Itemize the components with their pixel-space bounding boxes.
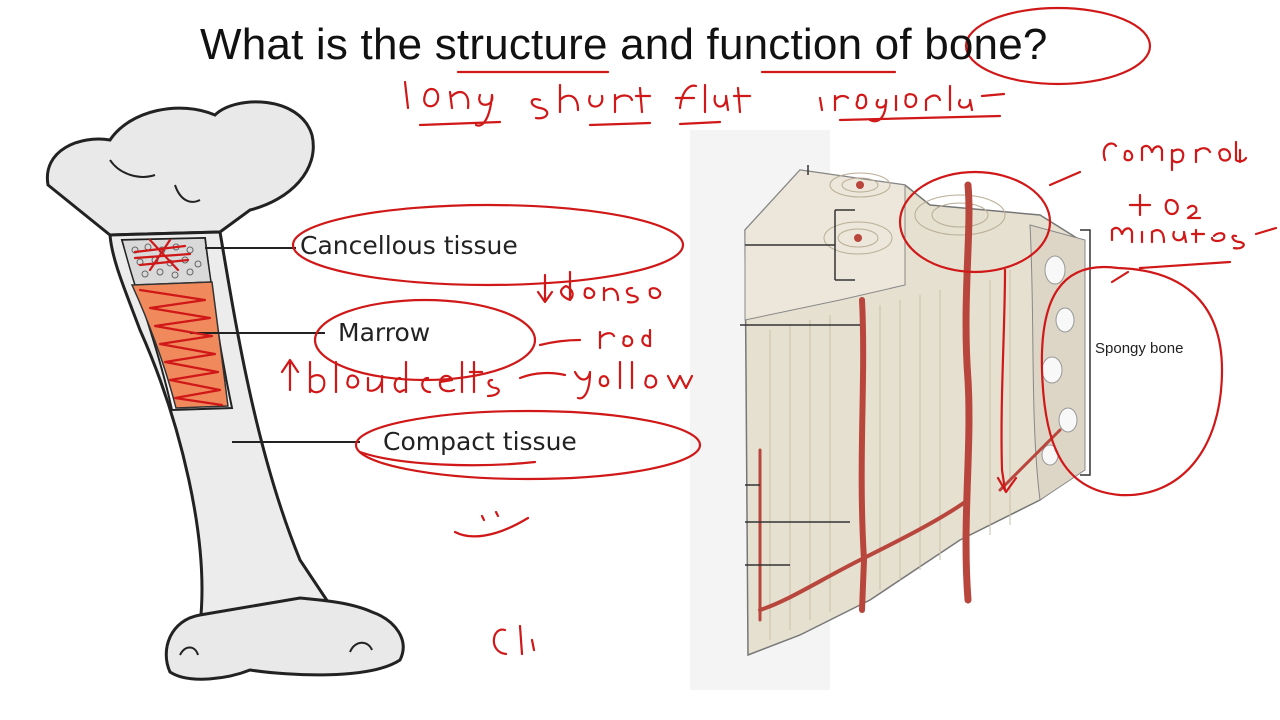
- circle-bone: [964, 6, 1152, 86]
- scribble-dense: [560, 270, 662, 304]
- red-annotations: [133, 6, 1278, 656]
- label-compact-tissue: Compact tissue: [383, 427, 577, 456]
- spongy-bracket: [1080, 229, 1091, 476]
- scribble-o2: [1164, 198, 1202, 220]
- slide-title: What is the structure and function of bo…: [200, 20, 1048, 69]
- scribble-flat-underline: [678, 120, 722, 126]
- dash-compact: [1048, 170, 1082, 187]
- pointer-lines: [740, 165, 860, 566]
- marrow-region: [130, 281, 229, 409]
- plus-sign: [1128, 193, 1152, 217]
- scribble-blood-cells: [308, 360, 500, 398]
- spongy-holes: [1041, 255, 1078, 466]
- scribble-red: [598, 328, 652, 350]
- scribble-compact: [1102, 140, 1248, 172]
- label-cancellous-tissue: Cancellous tissue: [300, 231, 518, 260]
- scribble-cancellous: [133, 238, 192, 272]
- scribble-short: [530, 83, 652, 120]
- osteon-rings: [823, 172, 1006, 255]
- scribble-c: [492, 624, 536, 656]
- scribble-long: [403, 80, 494, 127]
- femur-diagram: [45, 100, 405, 681]
- compact-underline-extra: [358, 450, 537, 467]
- bone-section-illustration: [690, 130, 1091, 690]
- condyle-detail: [179, 646, 199, 656]
- femur-head: [45, 100, 315, 237]
- lamellae-lines: [769, 270, 1011, 640]
- dash-red: [538, 338, 582, 347]
- arrow-down: [536, 273, 554, 304]
- scribble-irregular-underline: [838, 114, 1002, 122]
- blood-vessels: [758, 181, 1062, 622]
- femur-head-detail: [109, 159, 156, 178]
- scribble-short-underline: [588, 121, 652, 127]
- oval-compact: [354, 409, 702, 481]
- arrow-section: [996, 268, 1018, 494]
- circle-spongy: [1040, 265, 1224, 497]
- scribble-long-underline: [418, 120, 502, 127]
- haversine-canal: [854, 234, 862, 242]
- condyle-detail: [349, 641, 373, 653]
- minerals-underline: [1138, 260, 1232, 270]
- label-marrow: Marrow: [338, 318, 431, 347]
- scribble-smile: [453, 516, 530, 538]
- arrow-up: [280, 358, 300, 392]
- oval-cancellous: [291, 203, 685, 287]
- haversine-canal: [856, 181, 864, 189]
- scribble-dots: [480, 510, 500, 522]
- dash-yellow: [518, 371, 567, 380]
- scribble-yellow: [573, 360, 694, 400]
- scribble-marrow: [138, 288, 224, 407]
- label-spongy-bone: Spongy bone: [1095, 340, 1184, 357]
- femur-condyles: [164, 596, 405, 681]
- scribble-minerals: [1110, 226, 1278, 250]
- scribble-irregular: [818, 84, 1006, 123]
- scribble-flat: [674, 83, 752, 114]
- tick-spongy: [1110, 270, 1130, 284]
- femur-head-detail: [174, 184, 201, 203]
- circle-osteon: [898, 170, 1052, 274]
